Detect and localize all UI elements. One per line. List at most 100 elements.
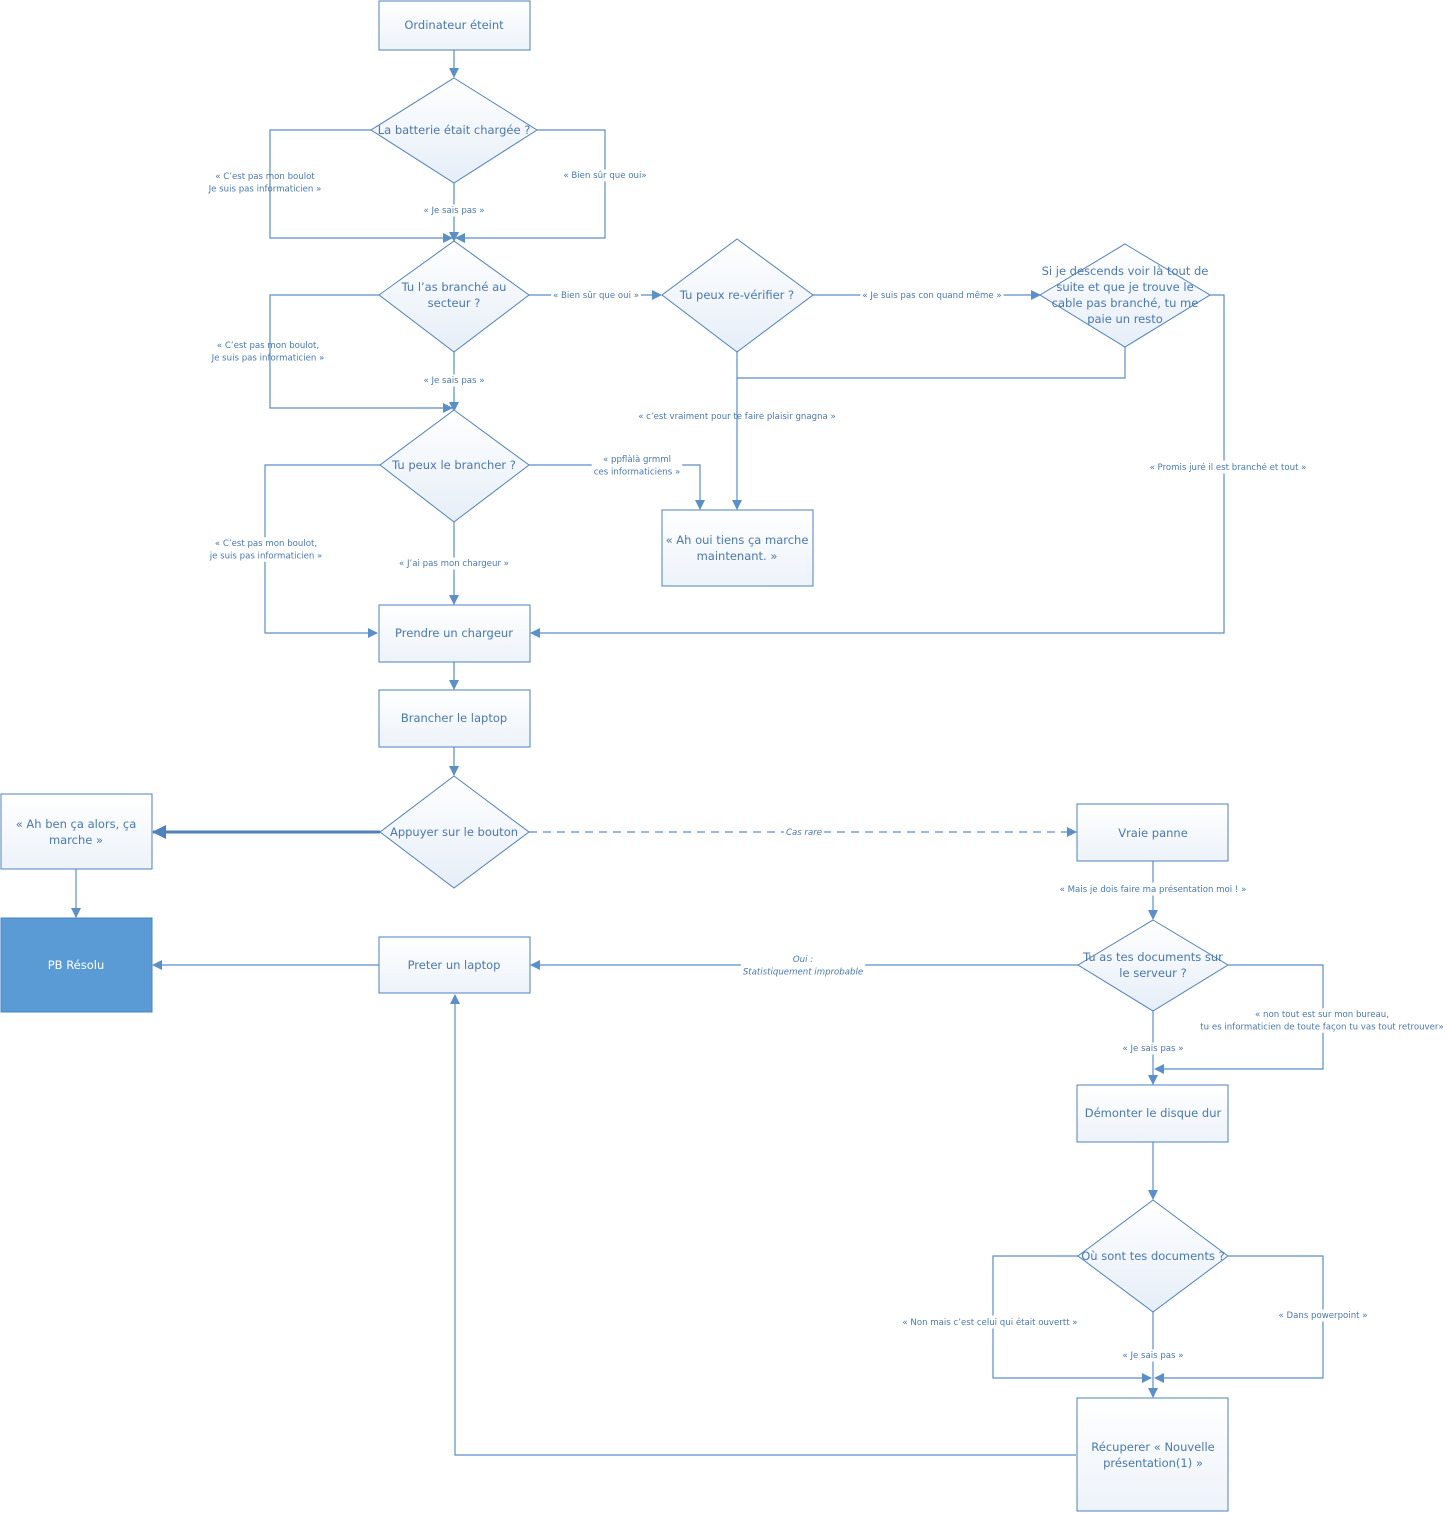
edge-label: « Bien sûr que oui » bbox=[553, 291, 639, 301]
node-vraie-panne: Vraie panne bbox=[1076, 803, 1229, 862]
label-line: « Je suis pas con quand même » bbox=[862, 290, 1001, 301]
edge-label-background bbox=[1120, 1349, 1186, 1362]
edge-label: « C’est pas mon boulot, Je suis pas infor… bbox=[211, 340, 325, 363]
node-appuyer-bouton: Appuyer sur le bouton bbox=[379, 775, 530, 889]
node-label: Brancher le laptop bbox=[401, 711, 507, 725]
label-line: Ordinateur éteint bbox=[404, 18, 504, 32]
label-line: Cas rare bbox=[786, 828, 822, 838]
label-line: secteur ? bbox=[428, 296, 481, 310]
edge-label-background bbox=[551, 289, 641, 302]
edge-label: « C’est pas mon boulot, je suis pas infor… bbox=[209, 538, 323, 561]
edge-battery-right bbox=[455, 129, 606, 243]
label-line: cable pas branché, tu me bbox=[1052, 296, 1199, 310]
node-branche-secteur: Tu l’as branché au secteur ? bbox=[378, 240, 530, 353]
label-line: « Je sais pas » bbox=[423, 376, 484, 386]
label-line: maintenant. » bbox=[697, 549, 778, 563]
label-line: « Promis juré il est branché et tout » bbox=[1150, 462, 1307, 473]
node-demonter-disque: Démonter le disque dur bbox=[1076, 1084, 1229, 1143]
label-line: Oui : bbox=[793, 954, 813, 964]
edge-label-background bbox=[397, 557, 511, 570]
node-label: Démonter le disque dur bbox=[1085, 1106, 1222, 1120]
edge-sector-left bbox=[269, 294, 453, 413]
label-line: « C’est pas mon boulot, bbox=[217, 340, 319, 350]
label-line: Je suis pas informaticien » bbox=[211, 353, 325, 363]
edge-label: « Je suis pas con quand même » bbox=[862, 290, 1001, 301]
node-label: « Ah ben ça alors, ça marche » bbox=[16, 817, 137, 847]
edge-label: « non tout est sur mon bureau,tu es info… bbox=[1200, 1009, 1443, 1032]
label-line: Tu as tes documents sur bbox=[1082, 950, 1223, 964]
label-line: le serveur ? bbox=[1119, 966, 1186, 980]
label-line: marche » bbox=[49, 833, 103, 847]
edge-restaurant-back bbox=[737, 347, 1126, 379]
label-line: « non tout est sur mon bureau, bbox=[1255, 1009, 1389, 1019]
label-line: « Je sais pas » bbox=[1122, 1351, 1183, 1361]
edge-label-background bbox=[561, 169, 649, 182]
label-line: « Ah oui tiens ça marche bbox=[666, 533, 809, 547]
edge-label-background bbox=[1276, 1309, 1370, 1322]
node-label: Tu as tes documents sur le serveur ? bbox=[1082, 950, 1223, 980]
label-line: « Non mais c’est celui qui était ouvertt… bbox=[902, 1317, 1077, 1328]
node-label: « Ah oui tiens ça marche maintenant. » bbox=[666, 533, 809, 563]
label-line: Je suis pas informaticien » bbox=[208, 184, 322, 194]
edge-recover-to-loan bbox=[450, 994, 1076, 1456]
label-line: présentation(1) » bbox=[1103, 1456, 1203, 1470]
label-line: Démonter le disque dur bbox=[1085, 1106, 1222, 1120]
node-preter-laptop: Preter un laptop bbox=[378, 936, 531, 994]
edge-label-background bbox=[1057, 882, 1249, 896]
edge-label: « Je sais pas » bbox=[423, 206, 484, 216]
node-label: Preter un laptop bbox=[408, 958, 501, 972]
label-line: Récuperer « Nouvelle bbox=[1091, 1440, 1214, 1454]
node-ah-ben-ca-alors: « Ah ben ça alors, ça marche » bbox=[0, 793, 153, 870]
node-label: Récuperer « Nouvelle présentation(1) » bbox=[1091, 1440, 1214, 1470]
edge-label-background bbox=[206, 537, 325, 562]
edge-label-background bbox=[900, 1315, 1080, 1329]
node-brancher-laptop: Brancher le laptop bbox=[378, 689, 531, 748]
edge-label: « C’est pas mon boulot Je suis pas inform… bbox=[208, 171, 322, 194]
label-line: Appuyer sur le bouton bbox=[390, 825, 518, 839]
label-line: Prendre un chargeur bbox=[395, 626, 513, 640]
node-prendre-chargeur: Prendre un chargeur bbox=[378, 604, 531, 663]
label-line: « C’est pas mon boulot bbox=[215, 171, 315, 181]
label-line: Tu peux re-vérifier ? bbox=[679, 288, 794, 302]
label-line: « Ah ben ça alors, ça bbox=[16, 817, 137, 831]
edge-label: « Non mais c’est celui qui était ouvertt… bbox=[902, 1317, 1077, 1328]
edge-label: « Promis juré il est branché et tout » bbox=[1150, 462, 1307, 473]
node-reverifier: Tu peux re-vérifier ? bbox=[661, 238, 814, 353]
edge-label-background bbox=[783, 826, 825, 839]
label-line: « Je sais pas » bbox=[1122, 1044, 1183, 1054]
label-line: « c’est vraiment pour te faire plaisir g… bbox=[638, 412, 836, 422]
label-line: Preter un laptop bbox=[408, 958, 501, 972]
edge-label-background bbox=[421, 204, 487, 217]
label-line: Où sont tes documents ? bbox=[1081, 1249, 1224, 1263]
label-line: ces informaticiens » bbox=[594, 467, 680, 477]
edge-plug-right bbox=[529, 464, 705, 510]
edge-label: « Je sais pas » bbox=[1122, 1044, 1183, 1054]
label-line: Tu l’as branché au bbox=[401, 280, 507, 294]
label-line: « Dans powerpoint » bbox=[1279, 1311, 1368, 1321]
edge-label: « Je sais pas » bbox=[423, 376, 484, 386]
node-label: Ordinateur éteint bbox=[404, 18, 504, 32]
label-line: Vraie panne bbox=[1118, 826, 1188, 840]
label-line: « Mais je dois faire ma présentation moi… bbox=[1060, 884, 1247, 895]
edge-label-background bbox=[740, 953, 866, 978]
edge-label-background bbox=[421, 374, 487, 387]
label-line: « Bien sûr que oui » bbox=[553, 291, 639, 301]
label-line: « C’est pas mon boulot, bbox=[215, 538, 317, 548]
label-line: suite et que je trouve le bbox=[1056, 280, 1193, 294]
node-label: La batterie était chargée ? bbox=[378, 123, 531, 137]
edge-label-background bbox=[1120, 1042, 1186, 1055]
nodes: Ordinateur éteint La batterie était char… bbox=[0, 0, 1229, 1512]
node-pb-resolu: PB Résolu bbox=[0, 917, 153, 1013]
edge-label-background bbox=[1198, 1008, 1446, 1033]
edge-label: Cas rare bbox=[786, 828, 822, 838]
label-line: Statistiquement improbable bbox=[743, 967, 863, 977]
label-line: je suis pas informaticien » bbox=[209, 551, 323, 561]
edge-label: « Mais je dois faire ma présentation moi… bbox=[1060, 884, 1247, 895]
node-label: Prendre un chargeur bbox=[395, 626, 513, 640]
node-label: PB Résolu bbox=[48, 958, 105, 972]
node-label: Tu peux le brancher ? bbox=[391, 458, 516, 472]
node-recuperer: Récuperer « Nouvelle présentation(1) » bbox=[1076, 1397, 1229, 1512]
edge-label-background bbox=[860, 288, 1004, 302]
